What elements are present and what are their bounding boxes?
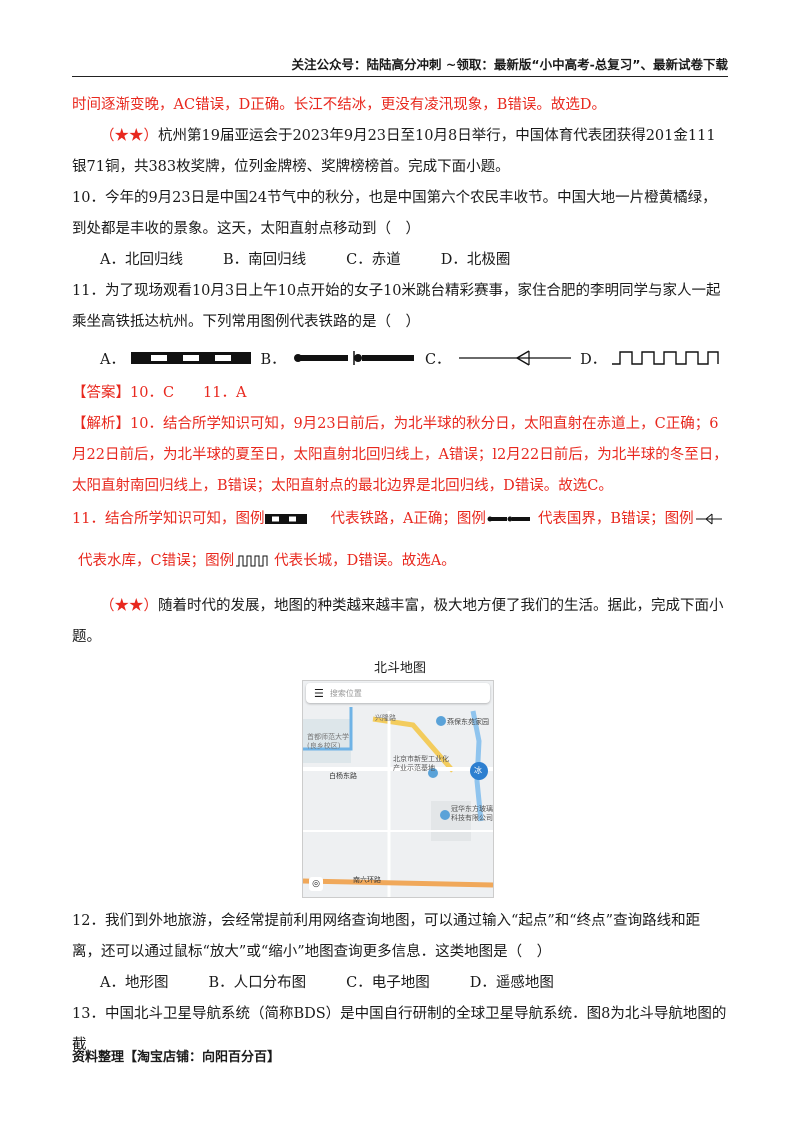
option-b-label: B． [260, 351, 286, 368]
map-search-bar[interactable]: ☰ 搜索位置 [306, 683, 490, 703]
answer-tag: 【答案】 [72, 385, 130, 401]
analysis-11-continued: 代表水库，C错误；图例 代表长城，D错误。故选A。 [72, 546, 728, 577]
question-13-stem: 13．中国北斗卫星导航系统（简称BDS）是中国自行研制的全球卫星导航系统．图8为… [72, 1006, 727, 1053]
map-title: 北斗地图 [373, 661, 426, 676]
option-d: D．北极圈 [440, 252, 511, 268]
beidou-map-screenshot: ☰ 搜索位置 兴隆路 燕保东苑家园 首都师范大学 (良乡校区) 白杨东路 北京市… [302, 680, 494, 898]
question-11-stem: 11．为了现场观看10月3日上午10点开始的女子10米跳台精彩赛事，家住合肥的李… [72, 283, 721, 330]
analysis-11-part-e: 代表长城，D错误。故选A。 [274, 553, 456, 569]
option-c: C．电子地图 [346, 975, 430, 991]
option-a: A．地形图 [100, 975, 169, 991]
question-12-options: A．地形图 B．人口分布图 C．电子地图 D．遥感地图 [72, 968, 728, 999]
map-label-university: 首都师范大学 (良乡校区) [307, 733, 349, 750]
intro-text: 杭州第19届亚运会于2023年9月23日至10月8日举行，中国体育代表团获得20… [72, 128, 716, 175]
intro-asian-games: （★★）杭州第19届亚运会于2023年9月23日至10月8日举行，中国体育代表团… [72, 121, 728, 183]
page-footer: 资料整理【淘宝店铺：向阳百分百】 [72, 1050, 281, 1065]
border-legend-icon [293, 351, 414, 365]
question-12-stem: 12．我们到外地旅游，会经常提前利用网络查询地图，可以通过输入“起点”和“终点”… [72, 913, 701, 960]
map-label-ring-road: 南六环路 [353, 876, 381, 884]
question-11-options: A． B． C． D． [72, 338, 728, 378]
option-b: B．人口分布图 [208, 975, 307, 991]
analysis-11: 11．结合所学知识可知，图例 代表铁路，A正确；图例 代表国界，B错误；图例 [72, 502, 728, 536]
intro-maps-text: 随着时代的发展，地图的种类越来越丰富，极大地方便了我们的生活。据此，完成下面小题… [72, 598, 724, 645]
analysis-tag: 【解析】 [72, 416, 130, 432]
great-wall-legend-icon [612, 351, 719, 365]
option-c: C．赤道 [346, 252, 401, 268]
answer-text: 10．C 11．A [130, 385, 247, 401]
analysis-11-part-d: 代表水库，C错误；图例 [78, 553, 235, 569]
option-d: D．遥感地图 [469, 975, 554, 991]
map-label-company: 冠华东方玻璃 科技有限公司 [451, 805, 493, 822]
question-10-options: A．北回归线 B．南回归线 C．赤道 D．北极圈 [72, 245, 728, 276]
railway-legend-small-icon [265, 514, 308, 524]
analysis-10-text: 10．结合所学知识可知，9月23日前后，为北半球的秋分日，太阳直射在赤道上，C正… [72, 416, 728, 494]
locate-icon[interactable]: ◎ [309, 877, 323, 891]
previous-analysis-tail: 时间逐渐变晚，AC错误，D正确。长江不结冰，更没有凌汛现象，B错误。故选D。 [72, 97, 606, 113]
great-wall-legend-small-icon [236, 555, 268, 567]
option-d-label: D． [580, 351, 607, 368]
analysis-11-part-b: 代表铁路，A正确；图例 [330, 511, 486, 527]
option-b: B．南回归线 [222, 252, 307, 268]
analysis-10: 【解析】10．结合所学知识可知，9月23日前后，为北半球的秋分日，太阳直射在赤道… [72, 409, 728, 502]
reservoir-legend-small-icon [695, 513, 722, 525]
map-canvas [303, 681, 493, 897]
analysis-11-part-a: 11．结合所学知识可知，图例 [72, 511, 265, 527]
intro-maps: （★★）随着时代的发展，地图的种类越来越丰富，极大地方便了我们的生活。据此，完成… [72, 591, 728, 653]
border-legend-small-icon [487, 516, 530, 522]
menu-icon[interactable]: ☰ [314, 686, 324, 700]
map-label-street: 白杨东路 [329, 772, 357, 780]
map-label-road: 兴隆路 [375, 714, 396, 722]
analysis-11-part-c: 代表国界，B错误；图例 [537, 511, 694, 527]
page-content: 时间逐渐变晚，AC错误，D正确。长江不结冰，更没有凌汛现象，B错误。故选D。 （… [72, 90, 728, 1061]
page-header: 关注公众号：陆陆高分冲刺 ~领取：最新版“小中高考-总复习”、最新试卷下载 [72, 54, 728, 77]
option-a-label: A． [100, 351, 125, 368]
railway-legend-icon [130, 352, 251, 364]
difficulty-stars: （★★） [100, 598, 158, 614]
option-c-label: C． [424, 351, 451, 368]
question-10-stem: 10．今年的9月23日是中国24节气中的秋分，也是中国第六个农民丰收节。中国大地… [72, 190, 717, 237]
location-pin-icon[interactable]: 冰 [474, 766, 482, 775]
map-label-residence: 燕保东苑家园 [447, 718, 489, 726]
reservoir-legend-icon [458, 350, 571, 366]
map-search-input[interactable]: 搜索位置 [329, 688, 362, 698]
option-a: A．北回归线 [100, 252, 183, 268]
map-label-industrial-base: 北京市新型工业化 产业示范基地 [393, 755, 449, 772]
difficulty-stars: （★★） [100, 128, 158, 144]
answer-line: 【答案】10．C 11．A [72, 378, 728, 409]
